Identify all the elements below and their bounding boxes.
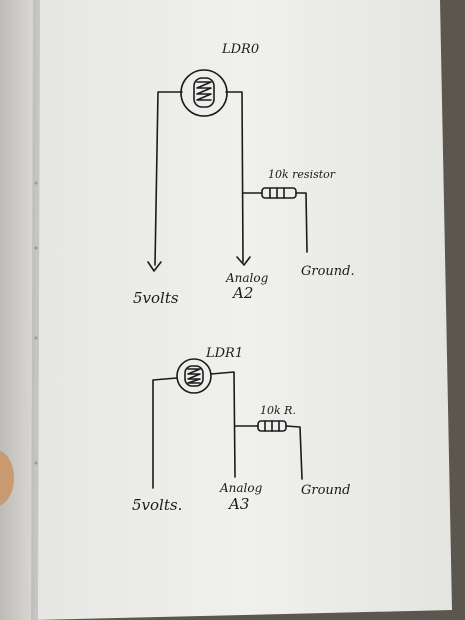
supply-label: 5volts. — [132, 496, 182, 514]
ground-label: Ground. — [301, 264, 355, 279]
ground-wire — [285, 425, 303, 480]
resistor-label: 10k resistor — [268, 168, 336, 181]
analog-label: Analog — [219, 481, 263, 495]
supply-label: 5volts — [133, 289, 179, 307]
analog-label: Analog — [225, 271, 269, 285]
ldr-symbol — [180, 69, 228, 117]
ground-wire — [295, 192, 308, 253]
thumb — [0, 450, 14, 506]
analog-wire — [225, 91, 244, 263]
circuit-title: LDR1 — [205, 346, 243, 361]
resistor-label: 10k R. — [260, 404, 296, 417]
binding-stitches — [34, 181, 38, 465]
analog-arrow — [236, 256, 251, 266]
resistor-symbol — [257, 420, 287, 432]
analog-pin-label: A3 — [227, 495, 249, 513]
circuit-title: LDR0 — [221, 42, 259, 57]
ground-label: Ground — [301, 483, 351, 498]
supply-arrow — [147, 261, 162, 272]
analog-pin-label: A2 — [231, 284, 253, 302]
spine-shadow — [31, 0, 40, 620]
analog-wire — [210, 371, 236, 478]
ldr-symbol — [176, 358, 212, 394]
right-page — [34, 0, 452, 620]
supply-wire — [152, 377, 178, 489]
supply-wire — [154, 91, 183, 266]
